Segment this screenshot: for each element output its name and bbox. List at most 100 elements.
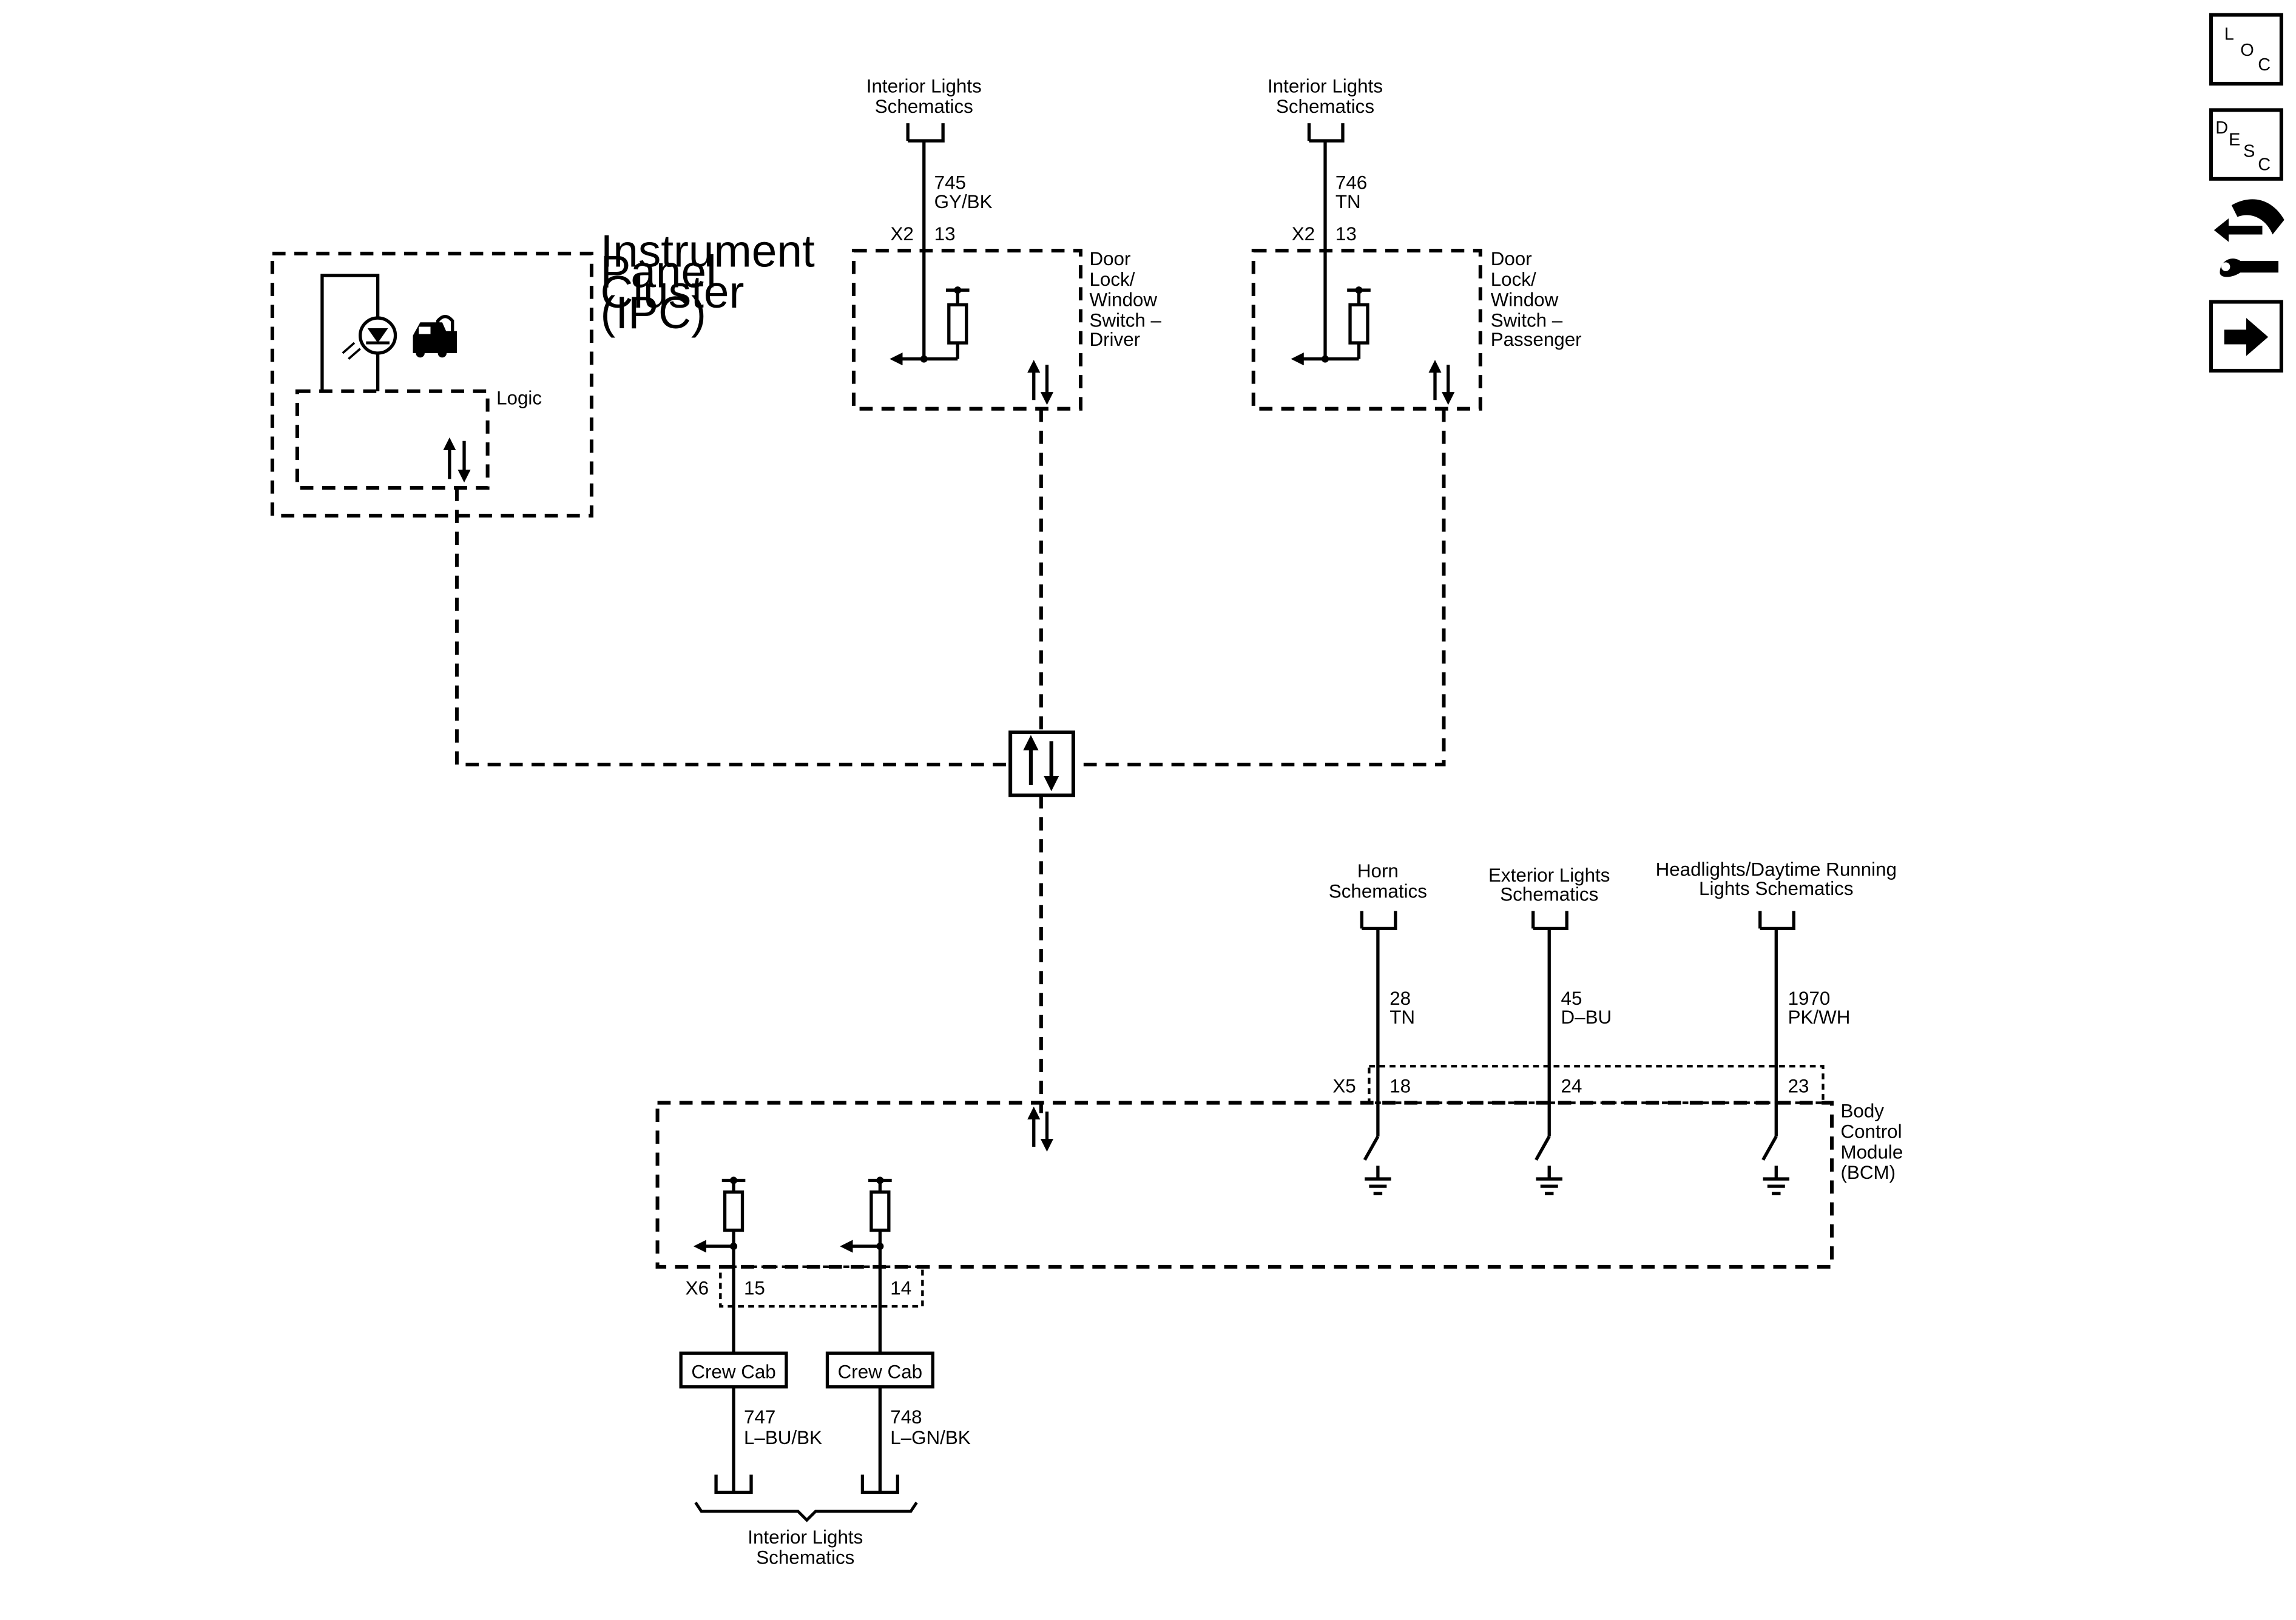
bcm-x6-connector-outline: [719, 1265, 924, 1308]
circuit-28-number: 28: [1389, 988, 1411, 1009]
pullup-resistor-icon: [890, 286, 970, 366]
driver-name-line-1: Door: [1089, 248, 1130, 269]
circuit-745-number: 745: [934, 172, 966, 194]
indicator-lamp-icon: [342, 316, 397, 360]
circuit-1970-number: 1970: [1788, 988, 1831, 1009]
circuit-45-color: D–BU: [1561, 1007, 1612, 1028]
driver-name-line-4: Switch –: [1089, 310, 1161, 331]
ipc-name-line-1: Instrument: [600, 226, 815, 277]
headlights-ref-connector-icon: [1758, 911, 1795, 931]
horn-ref-line-1: Horn: [1357, 860, 1399, 882]
circuit-28-pin: 18: [1389, 1076, 1411, 1097]
interior-lights-bottom-reference: Interior Lights Schematics: [694, 1502, 918, 1568]
circuit-1970-pin: 23: [1788, 1076, 1809, 1097]
passenger-ref-connector-icon: [1307, 123, 1345, 143]
vehicle-lock-icon: [413, 315, 457, 358]
exterior-ref-connector-icon: [1531, 911, 1568, 931]
passenger-switch-outline: [1251, 249, 1482, 411]
arrow-right-icon: [2224, 318, 2269, 356]
ipc-logic-outline: [295, 389, 490, 490]
horn-circuit: Horn Schematics 28 TN 18: [1329, 860, 1427, 1195]
desc-letter-d: D: [2215, 118, 2228, 138]
bcm-name-line-1: Body: [1840, 1101, 1884, 1122]
circuit-45-number: 45: [1561, 988, 1582, 1009]
desc-letter-s: S: [2243, 142, 2255, 161]
loc-letter-c: C: [2258, 55, 2271, 75]
bcm-x5-connector-outline: [1368, 1065, 1825, 1104]
driver-pin: 13: [934, 223, 956, 245]
circuit-747-number: 747: [744, 1406, 775, 1428]
bcm-name-line-4: (BCM): [1840, 1162, 1896, 1183]
serial-data-splice-icon: [1008, 730, 1075, 797]
loc-button[interactable]: L O C: [2209, 13, 2283, 86]
circuit-748-number: 748: [890, 1406, 922, 1428]
passenger-name-line-3: Window: [1491, 289, 1559, 311]
passenger-connector-id: X2: [1292, 223, 1315, 245]
crew-cab-label-1: Crew Cab: [691, 1361, 775, 1382]
headlights-ref-line-1: Headlights/Daytime Running: [1656, 859, 1897, 880]
headlights-ref-line-2: Lights Schematics: [1699, 878, 1853, 899]
reference-brace-icon: [694, 1502, 918, 1522]
ipc-name-line-3: Cluster: [600, 266, 744, 317]
horn-ref-connector-icon: [1360, 911, 1397, 931]
circuit-1970-color: PK/WH: [1788, 1007, 1851, 1028]
passenger-ref-line-1: Interior Lights: [1268, 75, 1383, 96]
passenger-name-line-1: Door: [1491, 248, 1532, 269]
pullup-resistor-icon: [1291, 286, 1371, 366]
driver-switch-outline: [851, 249, 1083, 411]
passenger-ref-line-2: Schematics: [1276, 96, 1374, 117]
connector-747-icon: [714, 1474, 753, 1494]
circuit-746-number: 746: [1335, 172, 1367, 194]
driver-connector-id: X2: [891, 223, 914, 245]
loc-letter-l: L: [2224, 25, 2234, 44]
passenger-name-line-5: Passenger: [1491, 329, 1582, 350]
bottom-ref-line-1: Interior Lights: [748, 1527, 863, 1548]
pullup-resistor-icon: [693, 1176, 746, 1253]
circuit-745-color: GY/BK: [934, 191, 993, 212]
circuit-747-color: L–BU/BK: [744, 1427, 822, 1448]
driver-ref-connector-icon: [906, 123, 945, 143]
driver-ref-line-1: Interior Lights: [866, 75, 982, 96]
next-page-button[interactable]: [2209, 300, 2283, 373]
connector-wrench-icon[interactable]: [2213, 199, 2284, 277]
circuit-747-pin: 15: [744, 1278, 765, 1299]
serial-data-bus: [454, 408, 1446, 1113]
circuit-45-pin: 24: [1561, 1076, 1582, 1097]
exterior-ref-line-2: Schematics: [1500, 884, 1598, 905]
passenger-name-line-2: Lock/: [1491, 269, 1536, 290]
ground-icon: [1536, 1166, 1562, 1195]
ipc-logic-label: Logic: [496, 387, 542, 408]
headlights-circuit: Headlights/Daytime Running Lights Schema…: [1656, 859, 1897, 1195]
serial-data-arrows-icon: [1027, 1106, 1054, 1152]
connector-748-icon: [860, 1474, 899, 1494]
circuit-748-color: L–GN/BK: [890, 1427, 971, 1448]
desc-letter-e: E: [2229, 130, 2240, 149]
serial-data-arrows-icon: [443, 437, 471, 483]
crew-cab-option-box-2: Crew Cab: [825, 1351, 934, 1389]
driver-name-line-5: Driver: [1089, 329, 1140, 350]
exterior-ref-line-1: Exterior Lights: [1488, 865, 1610, 886]
circuit-748-pin: 14: [890, 1278, 911, 1299]
crew-cab-option-box-1: Crew Cab: [679, 1351, 788, 1389]
bcm-x5-connector-id: X5: [1332, 1076, 1356, 1097]
ipc-name: Instrument Panel Cluster (IPC): [600, 226, 815, 338]
ground-icon: [1763, 1166, 1790, 1195]
bcm-name-line-3: Module: [1840, 1141, 1903, 1163]
ipc-name-line-2: Panel: [600, 246, 716, 297]
bottom-ref-line-2: Schematics: [756, 1547, 854, 1568]
circuit-28-color: TN: [1389, 1007, 1415, 1028]
driver-name-line-3: Window: [1089, 289, 1157, 311]
circuit-746-color: TN: [1335, 191, 1361, 212]
driver-switch-module: Interior Lights Schematics 745 GY/BK X2 …: [851, 75, 1162, 411]
desc-button[interactable]: D E S C: [2209, 108, 2283, 181]
exterior-lights-circuit: Exterior Lights Schematics 45 D–BU 24: [1488, 865, 1612, 1195]
ground-icon: [1365, 1166, 1391, 1195]
bcm-module: Body Control Module (BCM) X5 X6: [655, 1065, 1903, 1308]
ipc-name-line-4: (IPC): [600, 287, 706, 338]
ipc-module: Instrument Panel Cluster (IPC) Logic: [270, 226, 815, 518]
passenger-pin: 13: [1335, 223, 1357, 245]
serial-data-arrows-icon: [1428, 360, 1455, 405]
loc-letter-o: O: [2240, 41, 2254, 60]
